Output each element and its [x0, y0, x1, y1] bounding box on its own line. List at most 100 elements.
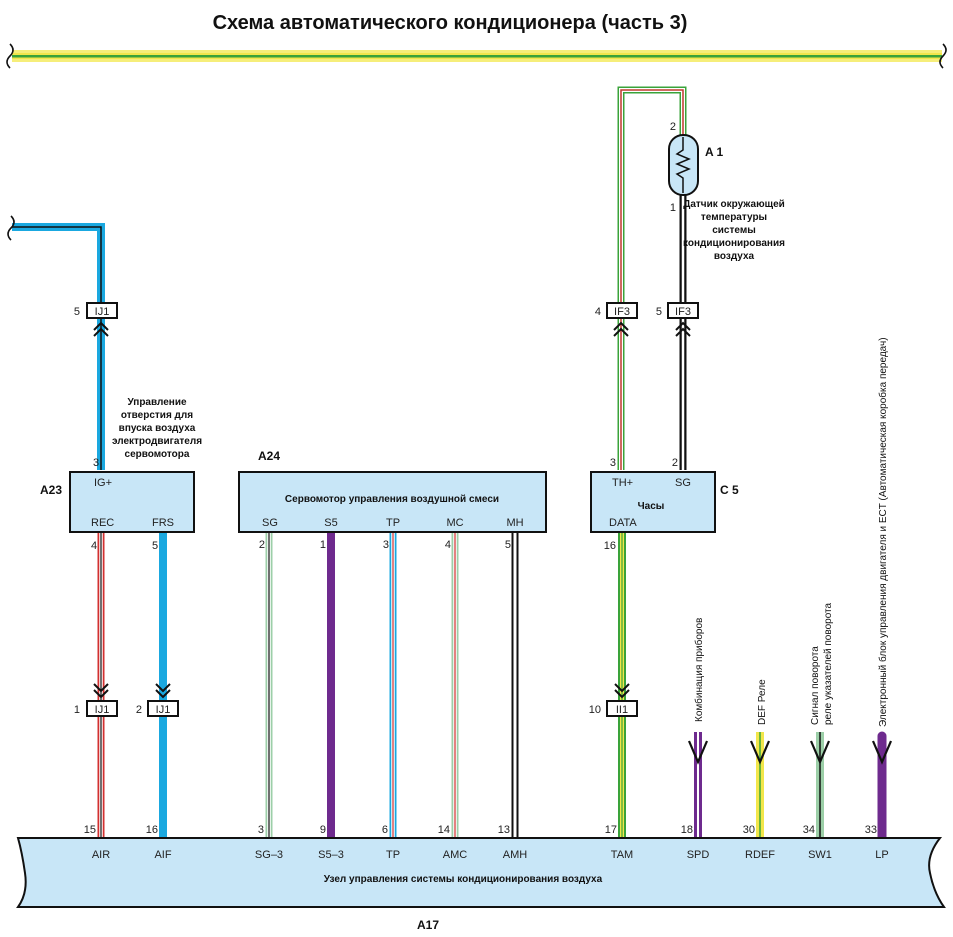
svg-text:15: 15 [84, 824, 96, 836]
svg-text:впуска воздуха: впуска воздуха [119, 423, 196, 434]
svg-text:16: 16 [604, 540, 616, 552]
label-spd: Комбинация приборов [693, 618, 705, 722]
resistor-icon [675, 137, 691, 193]
svg-text:TP: TP [386, 517, 400, 529]
chevron-up-icon [675, 321, 691, 337]
svg-text:3: 3 [610, 457, 616, 469]
svg-text:воздуха: воздуха [714, 251, 755, 262]
module-a24: A24 Сервомотор управления воздушной смес… [238, 449, 547, 551]
svg-text:4: 4 [91, 540, 97, 552]
connector-ii1-pin10: II1 10 [589, 683, 638, 717]
module-a17: Узел управления системы кондиционировани… [16, 837, 946, 932]
svg-text:SPD: SPD [687, 849, 710, 861]
svg-text:34: 34 [803, 824, 815, 836]
break-mark-right [939, 43, 947, 69]
svg-text:1: 1 [670, 202, 676, 214]
svg-text:3: 3 [383, 539, 389, 551]
svg-text:сервомотора: сервомотора [125, 449, 190, 460]
svg-text:AIF: AIF [154, 849, 171, 861]
svg-text:II1: II1 [616, 704, 628, 716]
label-sw1-line1: Сигнал поворота [810, 646, 821, 725]
chevron-down-icon [155, 683, 171, 699]
wire-spd [687, 732, 709, 838]
svg-text:1: 1 [320, 539, 326, 551]
svg-text:16: 16 [146, 824, 158, 836]
svg-text:DATA: DATA [609, 517, 637, 529]
svg-text:TP: TP [386, 849, 400, 861]
svg-text:A24: A24 [258, 449, 280, 463]
module-c5: TH+ SG Часы DATA 3 2 16 C 5 [590, 457, 739, 552]
svg-text:17: 17 [605, 824, 617, 836]
svg-text:MH: MH [506, 517, 523, 529]
svg-text:SG: SG [262, 517, 278, 529]
svg-text:REC: REC [91, 517, 114, 529]
svg-text:4: 4 [595, 306, 601, 318]
top-bus-wire [6, 43, 947, 69]
svg-text:Управление: Управление [127, 397, 187, 408]
wire-lp [871, 731, 893, 843]
connector-if3-pin5: IF3 5 [656, 302, 699, 337]
a23-description: Управление отверстия для впуска воздуха … [112, 397, 202, 460]
svg-text:SG–3: SG–3 [255, 849, 283, 861]
svg-text:A23: A23 [40, 483, 62, 497]
svg-text:отверстия для: отверстия для [121, 410, 193, 421]
svg-text:AMC: AMC [443, 849, 468, 861]
svg-text:TH+: TH+ [612, 477, 633, 489]
sensor-a1: 2 1 A 1 [668, 121, 724, 214]
svg-text:SW1: SW1 [808, 849, 832, 861]
svg-text:5: 5 [152, 540, 158, 552]
svg-text:S5–3: S5–3 [318, 849, 344, 861]
svg-text:4: 4 [445, 539, 451, 551]
svg-text:10: 10 [589, 704, 601, 716]
chevron-down-icon [93, 683, 109, 699]
svg-text:LP: LP [875, 849, 888, 861]
svg-text:5: 5 [656, 306, 662, 318]
break-mark-left [6, 43, 14, 69]
svg-text:C 5: C 5 [720, 483, 739, 497]
svg-text:MC: MC [446, 517, 463, 529]
a1-description: Датчик окружающей температуры системы ко… [683, 199, 785, 262]
svg-text:A17: A17 [417, 918, 439, 932]
svg-text:Узел управления системы кондиц: Узел управления системы кондиционировани… [324, 874, 603, 885]
svg-text:S5: S5 [324, 517, 337, 529]
wire-a1-pin2-to-c5-thplus [617, 86, 687, 470]
svg-text:2: 2 [136, 704, 142, 716]
svg-text:IJ1: IJ1 [95, 704, 110, 716]
connector-ij1-pin5: IJ1 5 [74, 302, 118, 337]
svg-text:33: 33 [865, 824, 877, 836]
svg-text:3: 3 [93, 457, 99, 469]
svg-text:IG+: IG+ [94, 477, 112, 489]
svg-text:IJ1: IJ1 [95, 306, 110, 318]
svg-text:FRS: FRS [152, 517, 174, 529]
module-a23: A23 IG+ 3 REC FRS 4 5 [40, 457, 195, 552]
svg-text:Сервомотор управления воздушно: Сервомотор управления воздушной смеси [285, 494, 499, 505]
svg-text:системы: системы [712, 225, 756, 236]
svg-text:14: 14 [438, 824, 450, 836]
svg-text:2: 2 [259, 539, 265, 551]
a17-pins: AIR AIF SG–3 S5–3 TP AMC AMH TAM SPD RDE… [84, 824, 889, 861]
svg-text:кондиционирования: кондиционирования [683, 238, 785, 249]
wire-rdef [749, 732, 771, 838]
svg-text:температуры: температуры [701, 212, 767, 223]
svg-text:Датчик окружающей: Датчик окружающей [683, 199, 785, 210]
break-mark-left-blue [7, 215, 15, 241]
svg-text:2: 2 [672, 457, 678, 469]
arrow-down-icon [809, 740, 831, 765]
svg-text:2: 2 [670, 121, 676, 133]
svg-text:A 1: A 1 [705, 145, 724, 159]
wire-sw1 [809, 732, 831, 838]
svg-text:6: 6 [382, 824, 388, 836]
wire-a23-igplus [7, 215, 105, 470]
svg-text:30: 30 [743, 824, 755, 836]
connector-ij1-pin2: IJ1 2 [136, 683, 179, 717]
arrow-down-icon [749, 740, 771, 765]
label-rdef: DEF Реле [757, 679, 768, 725]
arrow-down-icon [871, 740, 893, 765]
svg-text:1: 1 [74, 704, 80, 716]
svg-text:AMH: AMH [503, 849, 528, 861]
svg-text:3: 3 [258, 824, 264, 836]
svg-text:18: 18 [681, 824, 693, 836]
svg-text:AIR: AIR [92, 849, 110, 861]
svg-text:SG: SG [675, 477, 691, 489]
